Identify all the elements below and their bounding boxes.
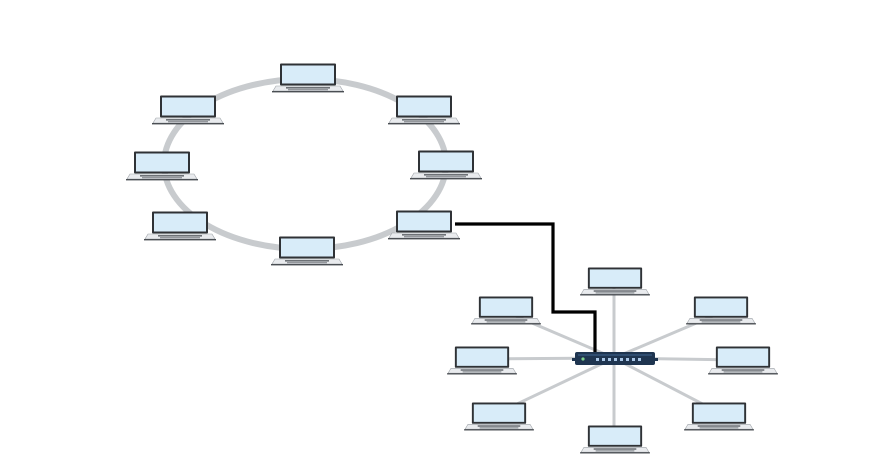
laptop-icon: [686, 296, 756, 325]
laptop-icon: [388, 95, 460, 125]
laptop-icon: [272, 63, 344, 93]
laptop-icon: [684, 402, 754, 431]
laptop-icon: [580, 425, 650, 454]
trunk-cable: [455, 222, 597, 355]
switch-ports: [596, 358, 641, 361]
laptop-icon: [447, 346, 517, 375]
laptop-icon: [271, 236, 343, 266]
laptop-icon: [152, 95, 224, 125]
laptop-icon: [471, 296, 541, 325]
laptop-icon: [410, 150, 482, 180]
laptop-icon: [464, 402, 534, 431]
laptop-icon: [126, 151, 198, 181]
laptop-icon: [580, 267, 650, 296]
network-switch-icon: [572, 352, 658, 365]
laptop-icon: [388, 210, 460, 240]
laptop-icon: [708, 346, 778, 375]
laptop-icon: [144, 211, 216, 241]
